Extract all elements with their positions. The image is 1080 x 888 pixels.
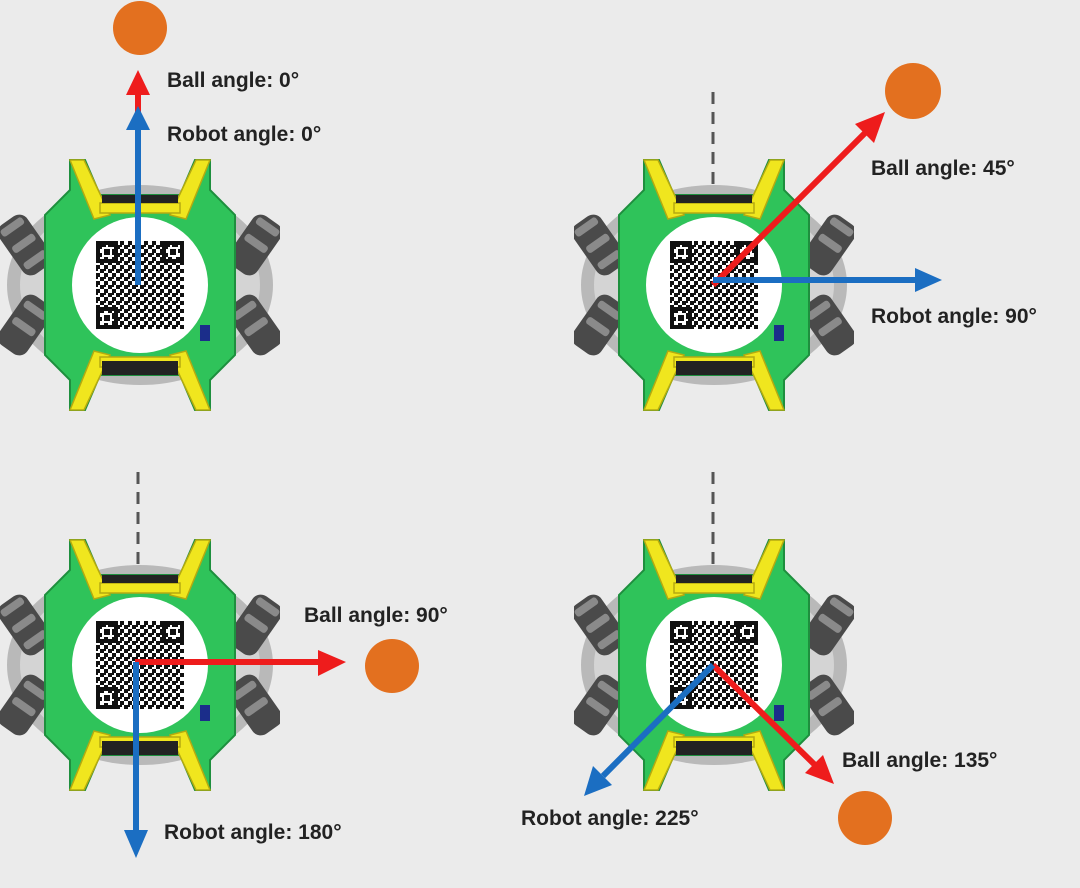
panel-2 bbox=[574, 63, 942, 412]
robot-image bbox=[0, 158, 280, 412]
robot-arrow-head bbox=[584, 766, 612, 796]
ball bbox=[838, 791, 892, 845]
ball bbox=[365, 639, 419, 693]
panel-1 bbox=[0, 1, 280, 412]
ball-angle-arrow bbox=[710, 127, 871, 288]
ball bbox=[113, 1, 167, 55]
ball-arrow-head bbox=[318, 650, 346, 676]
ball-angle-label: Ball angle: 135° bbox=[842, 749, 998, 772]
robot-arrow-head bbox=[124, 830, 148, 858]
ball-angle-label: Ball angle: 90° bbox=[304, 604, 448, 627]
panel-4 bbox=[574, 472, 892, 845]
robot-arrow-head bbox=[126, 106, 150, 130]
ball-arrow-head bbox=[855, 112, 885, 143]
ball-angle-arrow bbox=[710, 662, 818, 768]
robot-angle-label: Robot angle: 90° bbox=[871, 305, 1037, 328]
ball-arrow-head bbox=[126, 70, 150, 95]
robot-angle-label: Robot angle: 0° bbox=[167, 123, 322, 146]
ball-arrow-head bbox=[805, 755, 834, 784]
robot-angle-arrow bbox=[600, 662, 716, 779]
ball-angle-label: Ball angle: 45° bbox=[871, 157, 1015, 180]
robot-angle-label: Robot angle: 225° bbox=[521, 807, 699, 830]
robot-arrow-head bbox=[915, 268, 942, 292]
robot-angle-label: Robot angle: 180° bbox=[164, 821, 342, 844]
ball-angle-label: Ball angle: 0° bbox=[167, 69, 300, 92]
panel-3 bbox=[0, 472, 419, 858]
ball bbox=[885, 63, 941, 119]
